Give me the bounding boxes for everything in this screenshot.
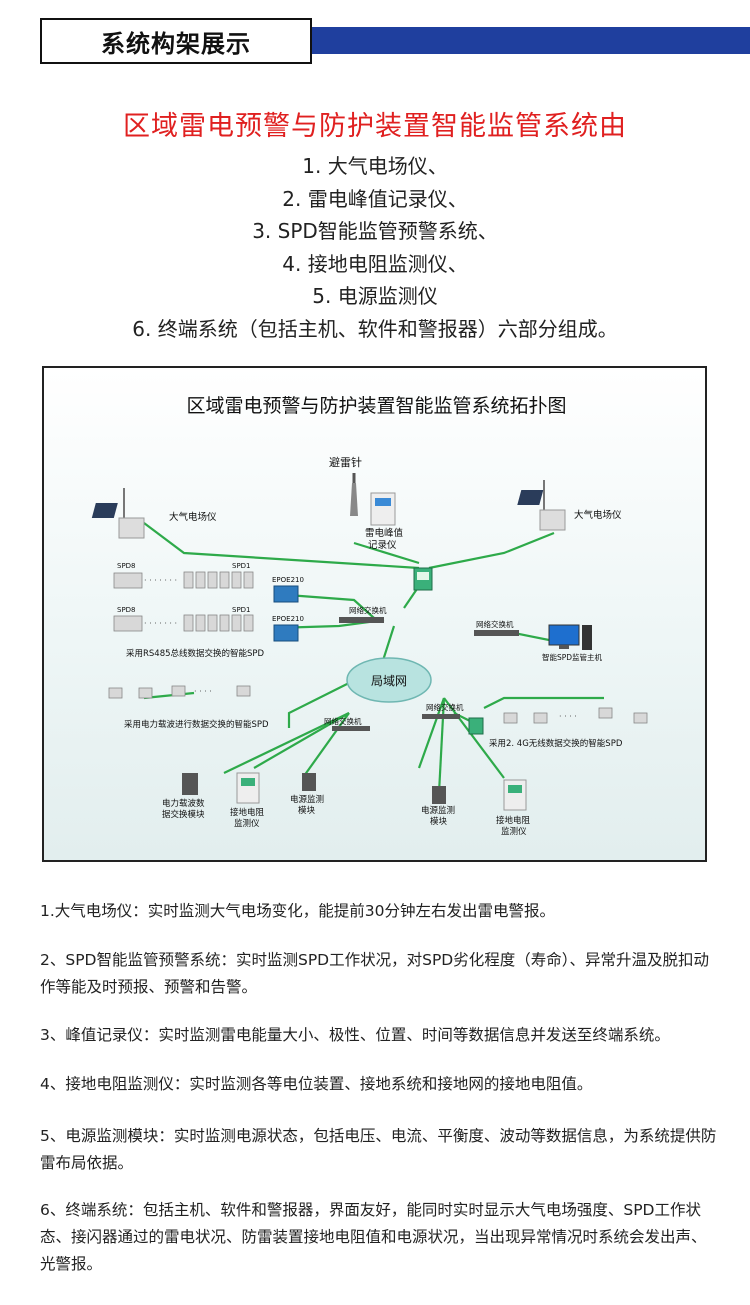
power-module-mid-icon <box>432 786 446 804</box>
topology-svg: 区域雷电预警与防护装置智能监管系统拓扑图 避雷针 大气电场仪 大气电场仪 雷电峰… <box>91 395 648 837</box>
peak-recorder-icon <box>370 492 396 526</box>
network-switch-mid-icon <box>422 714 460 719</box>
lan-label: 局域网 <box>371 674 407 688</box>
peak-recorder-label-line2: 记录仪 <box>368 539 397 551</box>
ground-left-label-line1: 接地电阻 <box>230 807 265 818</box>
power-mid-label-line2: 模块 <box>430 816 448 827</box>
lightning-rod-base <box>350 483 358 516</box>
power-mid-label-line1: 电源监测 <box>421 805 455 816</box>
plc-caption: 采用电力载波进行数据交换的智能SPD <box>124 719 269 730</box>
epoe-label-b: EPOE210 <box>272 615 304 623</box>
description-efield-meter: 1.大气电场仪：实时监测大气电场变化，能提前30分钟左右发出雷电警报。 <box>40 902 556 920</box>
power-left-label-line1: 电源监测 <box>290 794 324 805</box>
component-list: 1. 大气电场仪、 2. 雷电峰值记录仪、 3. SPD智能监管预警系统、 4.… <box>0 150 750 345</box>
intro-title: 区域雷电预警与防护装置智能监管系统由 <box>123 111 627 142</box>
power-module-left-icon <box>302 773 316 791</box>
wireless-spd-row-icon <box>503 707 648 724</box>
epoe-module-b-icon <box>273 624 299 642</box>
wireless-caption: 采用2. 4G无线数据交换的智能SPD <box>489 738 623 749</box>
description-spd-system: 2、SPD智能监管预警系统：实时监测SPD工作状况，对SPD劣化程度（寿命）、异… <box>40 951 709 996</box>
spd-row-a-ellipsis: · · · · · · · <box>144 576 177 585</box>
lightning-rod-label: 避雷针 <box>329 455 362 469</box>
host-caption: 智能SPD监管主机 <box>542 652 603 662</box>
spd-row-a-icon <box>113 571 254 589</box>
header-accent-bar <box>300 27 750 54</box>
computer-icon <box>548 624 592 650</box>
switch-left-label: 网络交换机 <box>324 716 362 726</box>
ground-right-label-line1: 接地电阻 <box>496 815 531 826</box>
efield-meter-left-icon <box>91 488 145 539</box>
lan-cloud-icon <box>346 657 432 703</box>
component-item: 4. 接地电阻监测仪、 <box>282 251 468 276</box>
topology-diagram: 区域雷电预警与防护装置智能监管系统拓扑图 避雷针 大气电场仪 大气电场仪 雷电峰… <box>42 366 707 862</box>
plc-module-label-line1: 电力载波数 <box>162 798 205 809</box>
spd-row-b-ellipsis: · · · · · · · <box>144 619 177 628</box>
component-item: 2. 雷电峰值记录仪、 <box>282 186 468 211</box>
plc-module-label-line2: 据交换模块 <box>162 809 205 820</box>
spd8-label-b: SPD8 <box>117 606 136 614</box>
switch-mid-label: 网络交换机 <box>426 702 464 712</box>
ground-right-label-line2: 监测仪 <box>501 826 527 837</box>
section-title: 系统构架展示 <box>40 18 312 64</box>
rs485-caption: 采用RS485总线数据交换的智能SPD <box>126 648 265 659</box>
description-peak-recorder: 3、峰值记录仪：实时监测雷电能量大小、极性、位置、时间等数据信息并发送至终端系统… <box>40 1026 670 1044</box>
section-header: 系统构架展示 <box>0 18 750 64</box>
wireless-hub-icon <box>468 717 484 735</box>
efield-left-label: 大气电场仪 <box>169 511 217 523</box>
plc-module-icon <box>182 773 198 795</box>
spd-row-b-icon <box>113 614 254 632</box>
ground-left-label-line2: 监测仪 <box>234 818 260 829</box>
peak-recorder-label-line1: 雷电峰值 <box>365 527 404 539</box>
component-item: 6. 终端系统（包括主机、软件和警报器）六部分组成。 <box>132 316 618 341</box>
epoe-module-a-icon <box>273 585 299 603</box>
switch-right-label: 网络交换机 <box>476 619 514 629</box>
description-terminal-system: 6、终端系统：包括主机、软件和警报器，界面友好，能同时实时显示大气电场强度、SP… <box>40 1201 707 1273</box>
network-switch-right-icon <box>474 630 519 636</box>
spd1-label-a: SPD1 <box>232 562 251 570</box>
epoe-label-a: EPOE210 <box>272 576 304 584</box>
component-item: 5. 电源监测仪 <box>312 284 438 308</box>
plc-row-ellipsis: · · · · <box>194 687 212 696</box>
description-power-module: 5、电源监测模块：实时监测电源状态，包括电压、电流、平衡度、波动等数据信息，为系… <box>40 1127 717 1172</box>
description-ground-resistance: 4、接地电阻监测仪：实时监测各等电位装置、接地系统和接地网的接地电阻值。 <box>40 1075 593 1093</box>
efield-right-label: 大气电场仪 <box>574 509 622 521</box>
wireless-row-ellipsis: · · · · <box>559 712 577 721</box>
switch-top-label: 网络交换机 <box>349 605 387 615</box>
diagram-title: 区域雷电预警与防护装置智能监管系统拓扑图 <box>186 395 566 417</box>
spd1-label-b: SPD1 <box>232 606 251 614</box>
efield-meter-right-icon <box>517 480 566 531</box>
ground-resistance-right-icon <box>503 779 527 811</box>
component-item: 1. 大气电场仪、 <box>302 154 448 178</box>
central-hub-icon <box>413 567 433 591</box>
component-item: 3. SPD智能监管预警系统、 <box>252 219 498 243</box>
spd8-label-a: SPD8 <box>117 562 136 570</box>
ground-resistance-left-icon <box>236 772 260 804</box>
network-switch-left-icon <box>332 726 370 731</box>
network-switch-top-icon <box>339 617 384 623</box>
power-left-label-line2: 模块 <box>298 805 316 816</box>
plc-spd-row-icon <box>108 685 251 699</box>
